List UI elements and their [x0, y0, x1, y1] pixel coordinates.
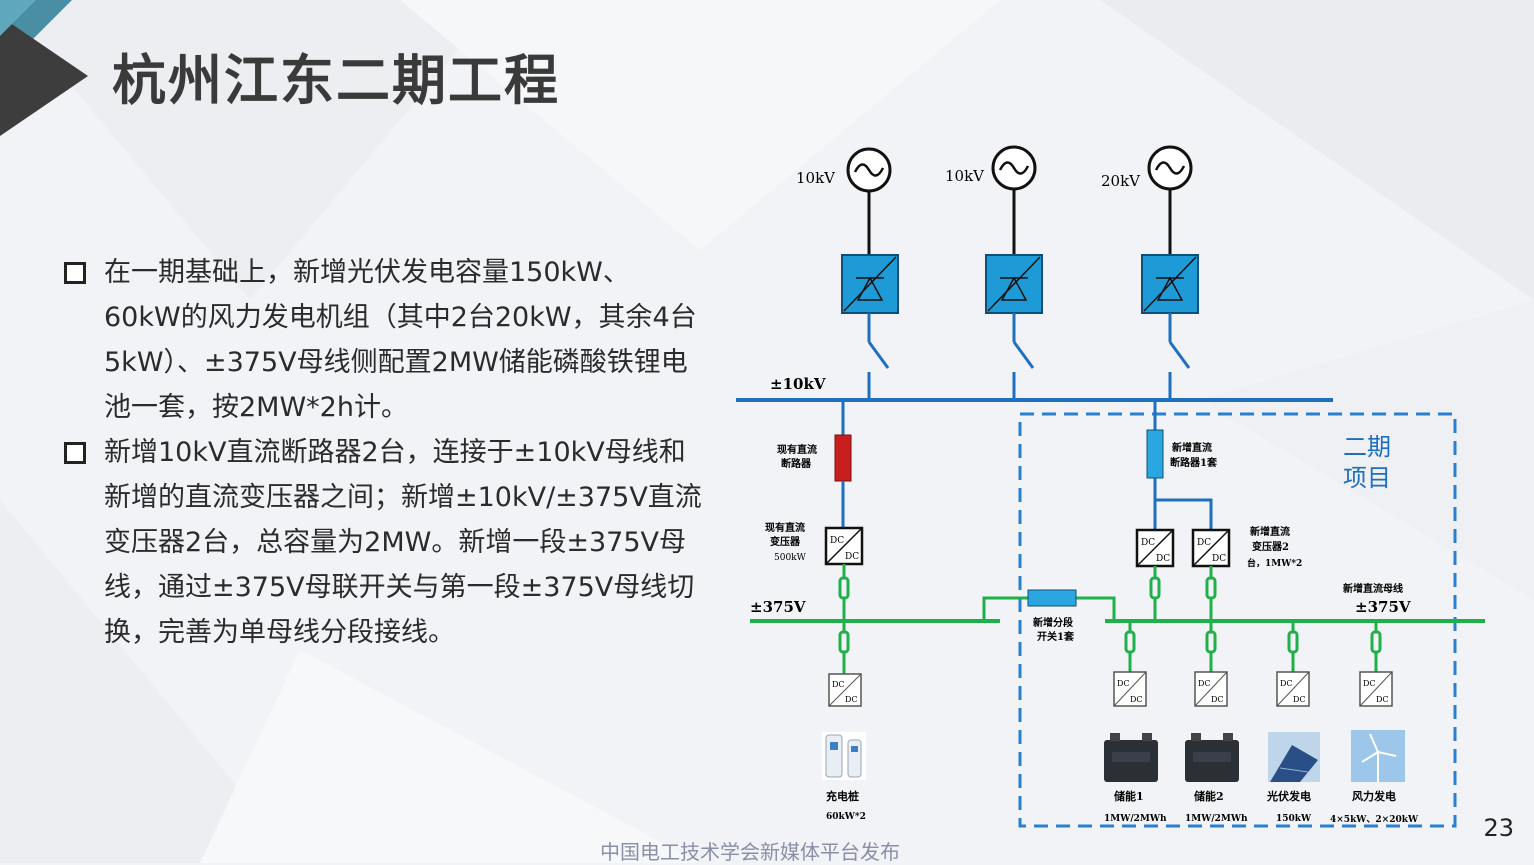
ac-source-3: 20kV — [1101, 145, 1193, 255]
bullet-text: 在一期基础上，新增光伏发电容量150kW、60kW的风力发电机组（其中2台20k… — [104, 257, 697, 423]
load-rating: 4×5kW、2×20kW — [1330, 815, 1419, 825]
tie-switch-label: 新增分段 — [1033, 616, 1073, 629]
ac-source-2: 10kV — [945, 145, 1037, 255]
bus-10kv-label: ±10kV — [770, 375, 826, 393]
page-title: 杭州江东二期工程 — [112, 49, 560, 112]
bus-375v-label: ±375V — [750, 598, 806, 616]
existing-breaker-label: 现有直流 — [777, 443, 817, 456]
new-bus-voltage-label: ±375V — [1355, 598, 1411, 616]
load-label: 充电桩 — [826, 789, 859, 803]
pv-converter: DC DC — [1276, 671, 1310, 707]
solar-panel-icon — [1268, 732, 1320, 782]
rectifier-2 — [985, 254, 1043, 314]
load-label: 储能2 — [1194, 789, 1224, 803]
battery-icon — [1185, 733, 1239, 782]
svg-text:DC: DC — [1363, 679, 1376, 688]
phase2-label: 二期 — [1343, 433, 1391, 461]
svg-text:DC: DC — [845, 695, 858, 704]
existing-breaker — [834, 434, 852, 482]
bullet-item: 在一期基础上，新增光伏发电容量150kW、60kW的风力发电机组（其中2台20k… — [62, 250, 702, 430]
page-number: 23 — [1483, 814, 1514, 842]
wind-turbine-icon — [1351, 730, 1405, 782]
existing-dc-transformer: DC DC — [824, 526, 864, 566]
corner-accent-arrow — [0, 16, 88, 136]
svg-text:DC: DC — [845, 552, 859, 562]
tie-switch — [1027, 589, 1077, 607]
load-label: 光伏发电 — [1266, 789, 1311, 803]
load-rating: 60kW*2 — [826, 812, 866, 822]
svg-text:变压器2: 变压器2 — [1252, 540, 1289, 553]
new-dc-transformer-1: DC DC — [1135, 528, 1175, 568]
charger-converter: DC DC — [828, 673, 862, 707]
source-voltage-label: 20kV — [1101, 172, 1141, 190]
load-rating: 1MW/2MWh — [1104, 814, 1167, 824]
new-transformer-label: 新增直流 — [1250, 525, 1290, 538]
phase2-label: 项目 — [1343, 464, 1391, 492]
load-rating: 1MW/2MWh — [1185, 814, 1248, 824]
svg-text:断路器1套: 断路器1套 — [1170, 456, 1218, 469]
svg-text:DC: DC — [1141, 538, 1155, 548]
svg-text:DC: DC — [1211, 695, 1224, 704]
bullet-text: 新增10kV直流断路器2台，连接于±10kV母线和新增的直流变压器之间；新增±1… — [104, 437, 702, 648]
new-dc-transformer-2: DC DC — [1191, 528, 1231, 568]
square-bullet-icon — [64, 262, 86, 284]
svg-text:DC: DC — [1212, 554, 1226, 564]
bullet-list: 在一期基础上，新增光伏发电容量150kW、60kW的风力发电机组（其中2台20k… — [62, 250, 702, 655]
rectifier-1 — [841, 254, 899, 314]
svg-text:500kW: 500kW — [774, 553, 807, 563]
source-voltage-label: 10kV — [945, 167, 985, 185]
new-breaker — [1146, 429, 1164, 479]
existing-transformer-label: 现有直流 — [765, 521, 805, 534]
svg-text:DC: DC — [1293, 695, 1306, 704]
disconnect-switches — [867, 313, 1191, 400]
svg-text:DC: DC — [1376, 695, 1389, 704]
source-voltage-label: 10kV — [796, 169, 836, 187]
svg-text:DC: DC — [1280, 679, 1293, 688]
svg-text:DC: DC — [1130, 695, 1143, 704]
wind-converter: DC DC — [1359, 671, 1393, 707]
load-label: 储能1 — [1114, 789, 1144, 803]
battery-icon — [1104, 733, 1158, 782]
load-rating: 150kW — [1276, 814, 1312, 824]
svg-text:断路器: 断路器 — [781, 457, 812, 470]
svg-text:开关1套: 开关1套 — [1037, 630, 1075, 643]
new-bus-label: 新增直流母线 — [1343, 582, 1403, 595]
rectifier-3 — [1141, 254, 1199, 314]
svg-text:DC: DC — [1117, 679, 1130, 688]
bullet-item: 新增10kV直流断路器2台，连接于±10kV母线和新增的直流变压器之间；新增±1… — [62, 430, 702, 655]
storage2-converter: DC DC — [1194, 671, 1228, 707]
square-bullet-icon — [64, 442, 86, 464]
svg-text:台，1MW*2: 台，1MW*2 — [1247, 557, 1302, 569]
svg-text:DC: DC — [1156, 554, 1170, 564]
storage1-converter: DC DC — [1113, 671, 1147, 707]
svg-text:DC: DC — [830, 536, 844, 546]
svg-text:DC: DC — [1198, 679, 1211, 688]
load-label: 风力发电 — [1352, 789, 1396, 803]
footer-watermark: 中国电工技术学会新媒体平台发布 — [600, 840, 900, 864]
ac-source-1: 10kV — [796, 147, 892, 255]
svg-text:DC: DC — [1197, 538, 1211, 548]
svg-text:变压器: 变压器 — [770, 535, 801, 548]
svg-text:DC: DC — [832, 680, 845, 689]
charger-icon — [822, 732, 866, 780]
new-breaker-label: 新增直流 — [1172, 441, 1212, 454]
